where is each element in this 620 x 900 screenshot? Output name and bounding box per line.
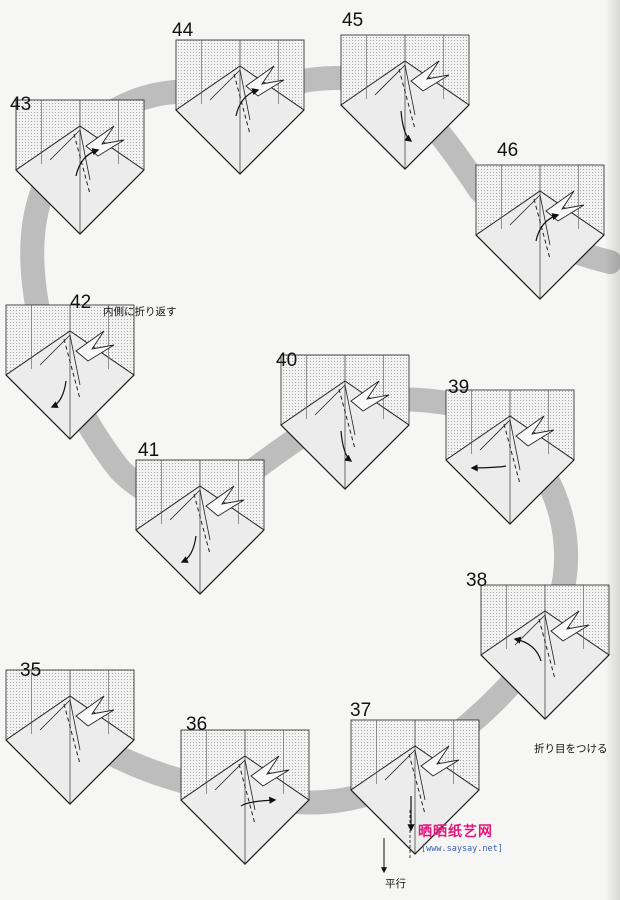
- step-figure-41: [136, 460, 264, 594]
- annotation-make-crease: 折り目をつける: [534, 742, 608, 755]
- step-figure-46: [476, 165, 604, 299]
- step-number-40: 40: [276, 350, 297, 371]
- step-number-39: 39: [448, 377, 469, 398]
- step-figure-36: [181, 730, 309, 864]
- step-number-36: 36: [186, 714, 207, 735]
- step-number-42: 42: [70, 292, 91, 313]
- step-figure-35: [6, 670, 134, 804]
- step-figure-40: [281, 355, 409, 489]
- step-number-44: 44: [172, 20, 194, 41]
- step-number-37: 37: [350, 700, 371, 721]
- watermark-brand: 晒晒纸艺网: [418, 821, 524, 841]
- step-number-43: 43: [10, 94, 31, 115]
- step-number-38: 38: [466, 570, 487, 591]
- step-figure-44: [176, 40, 304, 174]
- step-number-35: 35: [20, 660, 41, 681]
- step-number-41: 41: [138, 440, 159, 461]
- step-number-45: 45: [342, 10, 363, 31]
- annotation-inside-reverse-fold: 内側に折り返す: [103, 305, 177, 318]
- page-edge-shadow: [604, 0, 620, 900]
- watermark-url: [www.saysay.net]: [421, 844, 503, 854]
- step-figure-42: [6, 305, 134, 439]
- annotation-parallel: 平行: [385, 877, 406, 890]
- step-number-46: 46: [497, 140, 518, 161]
